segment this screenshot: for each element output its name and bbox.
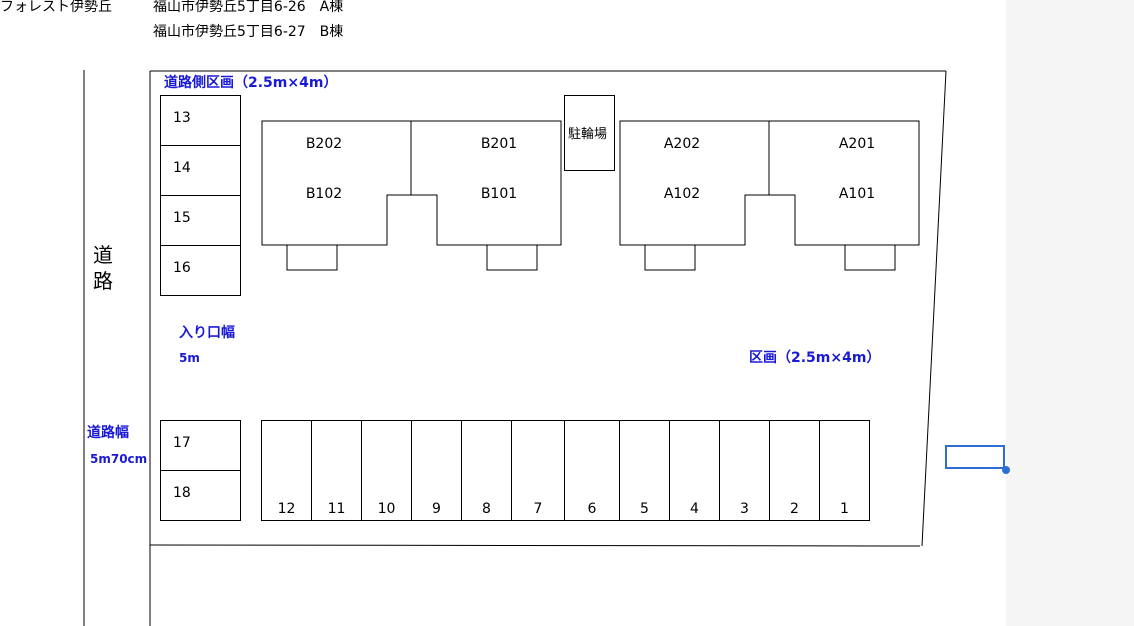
entrance-value: 5m	[179, 351, 200, 365]
property-name: フォレスト伊勢丘	[0, 0, 112, 15]
slot-number: 17	[173, 435, 191, 451]
road-width-label: 道路幅	[87, 425, 129, 441]
bicycle-parking-label: 駐輪場	[568, 127, 608, 142]
slot-number: 12	[277, 501, 296, 517]
resize-handle[interactable]	[1002, 466, 1010, 474]
section-label: 区画（2.5m×4m）	[749, 350, 881, 366]
slot-number: 11	[327, 501, 346, 517]
parking-slot-11: 11	[311, 420, 362, 521]
slot-number: 15	[173, 210, 191, 226]
address-a: 福山市伊勢丘5丁目6-26 A棟	[153, 0, 344, 15]
unit-a101: A101	[838, 186, 876, 202]
parking-slot-16: 16	[160, 245, 241, 296]
road-width-value: 5m70cm	[90, 452, 148, 466]
parking-slot-12: 12	[261, 420, 312, 521]
parking-slot-9: 9	[411, 420, 462, 521]
slot-number: 4	[690, 501, 699, 517]
unit-b202: B202	[305, 136, 343, 152]
parking-slot-14: 14	[160, 145, 241, 196]
slot-number: 10	[377, 501, 396, 517]
unit-a102: A102	[663, 186, 701, 202]
parking-slot-5: 5	[619, 420, 670, 521]
address-b: 福山市伊勢丘5丁目6-27 B棟	[153, 24, 344, 40]
slot-number: 8	[482, 501, 491, 517]
slot-number: 13	[173, 110, 191, 126]
parking-slot-13: 13	[160, 95, 241, 146]
parking-slot-6: 6	[564, 420, 620, 521]
slot-number: 9	[432, 501, 441, 517]
unit-b102: B102	[305, 186, 343, 202]
unit-a202: A202	[663, 136, 701, 152]
slot-number: 1	[840, 501, 849, 517]
parking-slot-8: 8	[461, 420, 512, 521]
slot-number: 6	[587, 501, 597, 517]
parking-slot-3: 3	[719, 420, 770, 521]
bicycle-parking: 駐輪場	[564, 95, 615, 171]
parking-slot-4: 4	[669, 420, 720, 521]
slot-number: 18	[173, 485, 191, 501]
slot-number: 14	[173, 160, 191, 176]
parking-slot-17: 17	[160, 420, 241, 471]
parking-slot-2: 2	[769, 420, 820, 521]
road-label: 道 路	[93, 243, 113, 293]
parking-slot-18: 18	[160, 470, 241, 521]
selected-shape[interactable]	[945, 445, 1005, 469]
unit-b201: B201	[480, 136, 518, 152]
slot-number: 7	[533, 501, 543, 517]
unit-a201: A201	[838, 136, 876, 152]
parking-slot-1: 1	[819, 420, 870, 521]
unit-b101: B101	[480, 186, 518, 202]
slot-number: 2	[790, 501, 799, 517]
slot-number: 5	[640, 501, 649, 517]
parking-slot-15: 15	[160, 195, 241, 246]
slot-number: 3	[740, 501, 749, 517]
roadside-section-label: 道路側区画（2.5m×4m）	[164, 75, 338, 91]
parking-slot-10: 10	[361, 420, 412, 521]
slot-number: 16	[173, 260, 191, 276]
entrance-label: 入り口幅	[179, 325, 235, 341]
parking-slot-7: 7	[511, 420, 565, 521]
side-panel	[1006, 0, 1134, 626]
